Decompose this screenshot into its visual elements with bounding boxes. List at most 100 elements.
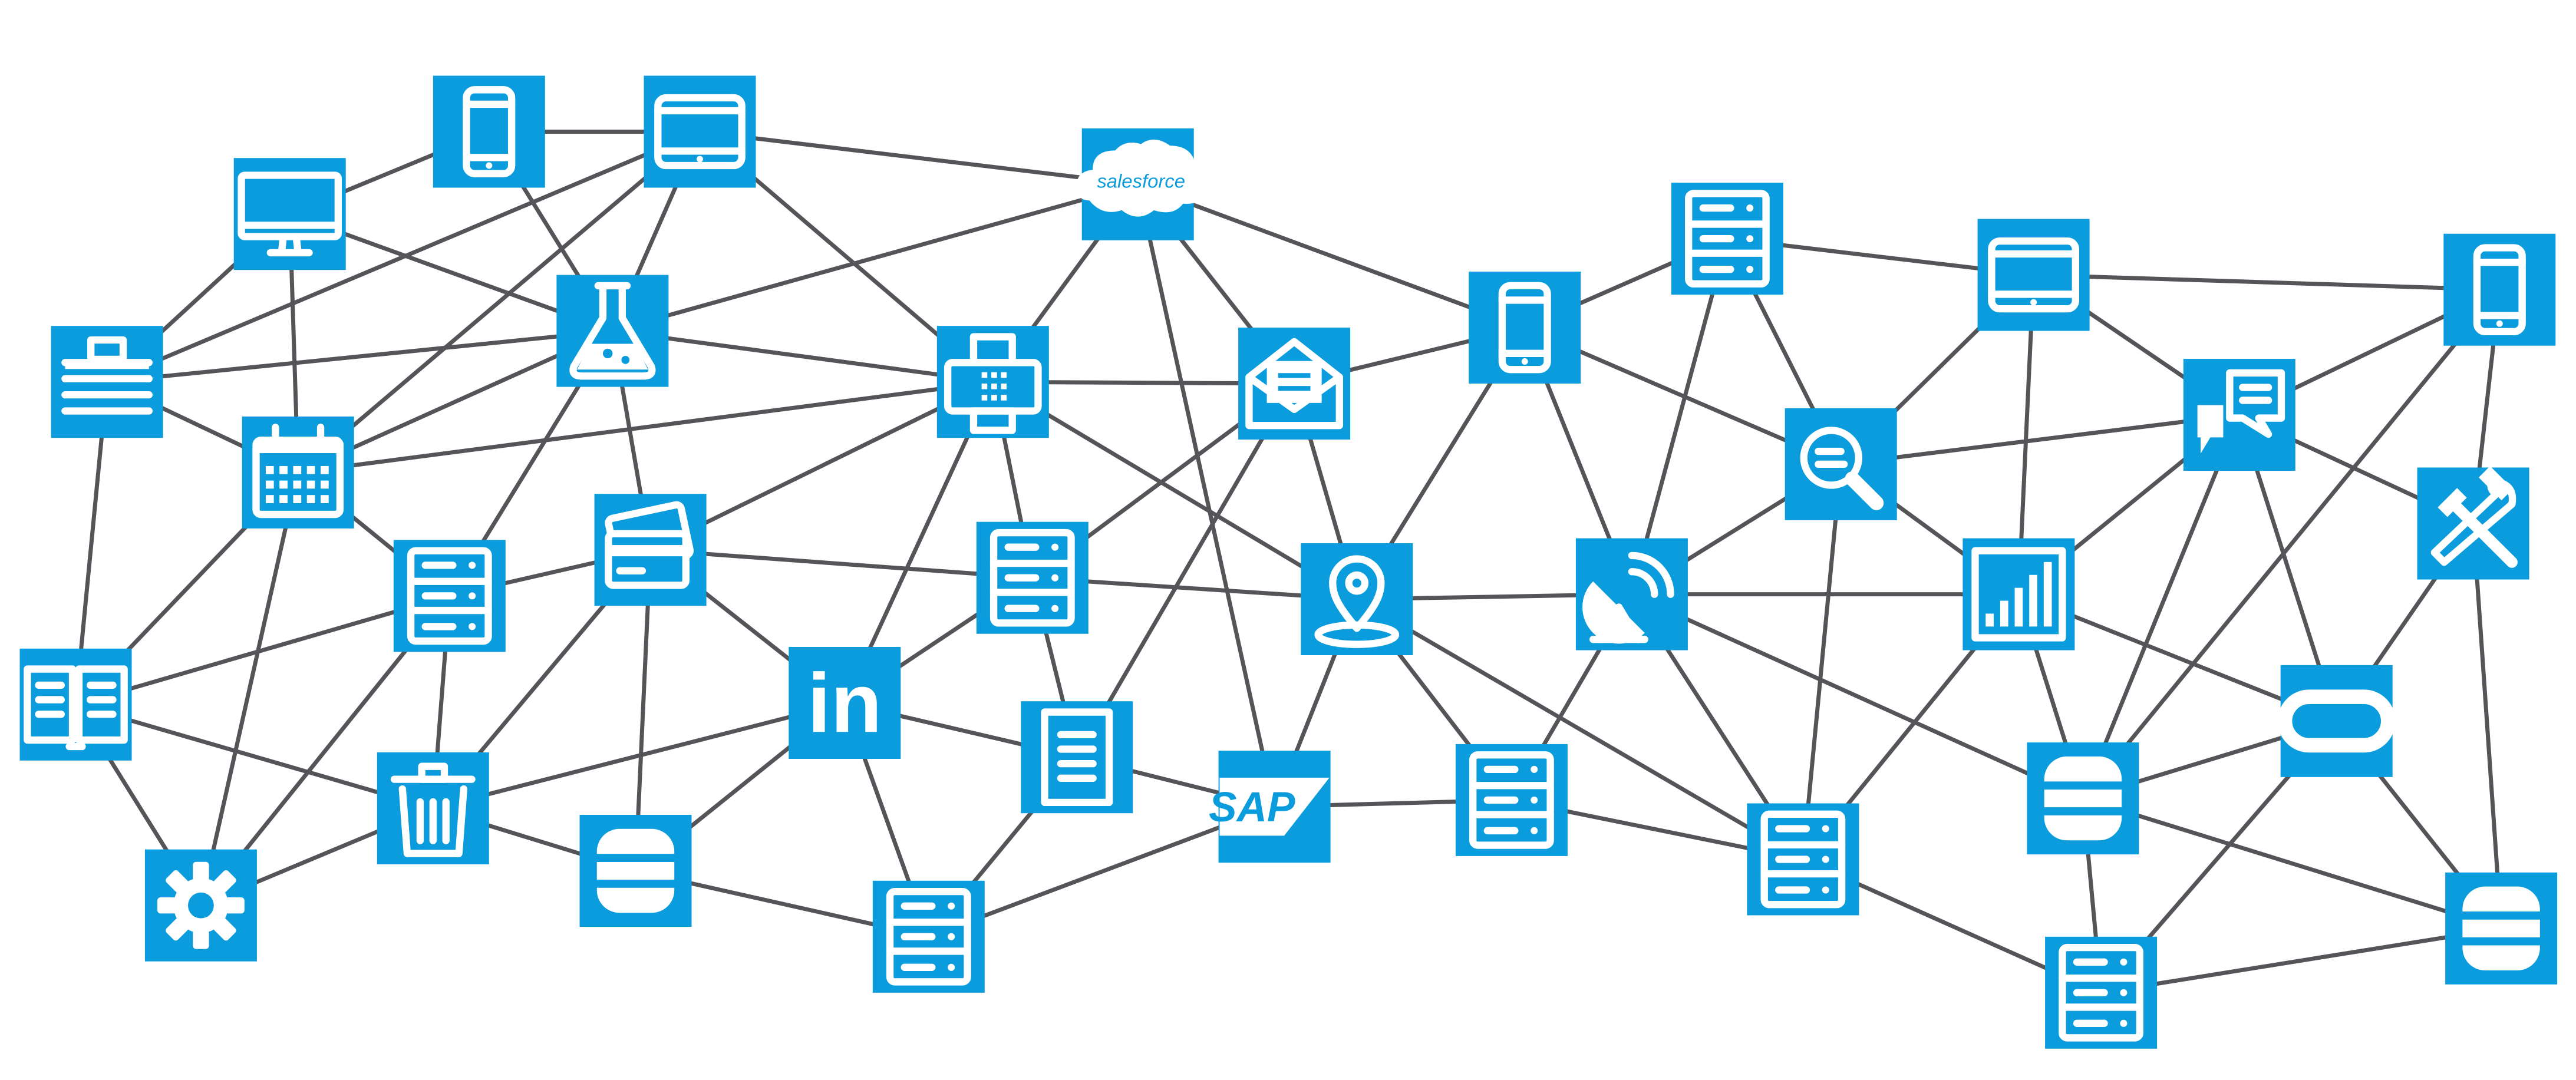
node-tools xyxy=(2417,466,2529,580)
salesforce-cloud-logo: salesforce xyxy=(1076,139,1206,217)
node-salesforce: salesforce xyxy=(1076,128,1206,240)
connection-line-mail-document xyxy=(1075,382,1297,758)
database-icon xyxy=(2459,886,2544,970)
connection-line-calendar-fax xyxy=(298,379,994,475)
server-rack-icon xyxy=(989,529,1075,627)
connection-line-search-server5 xyxy=(1800,464,1843,860)
connection-line-sap-server7 xyxy=(928,804,1275,939)
node-fax xyxy=(936,326,1049,438)
connection-line-calendar-gear xyxy=(199,472,301,906)
wrench-hammer-icon xyxy=(2430,466,2518,568)
server-rack-icon xyxy=(407,547,492,645)
node-document xyxy=(1021,701,1133,814)
desktop-monitor-icon xyxy=(238,171,342,257)
connection-line-database1-database3 xyxy=(2082,796,2502,931)
connection-line-tablet2-phone2 xyxy=(2033,273,2500,292)
node-tile-background xyxy=(2443,233,2556,346)
node-tablet2 xyxy=(1977,219,2090,331)
connection-line-database3-server6 xyxy=(2100,926,2502,995)
server-rack-icon xyxy=(1685,190,1770,288)
node-server6 xyxy=(2045,936,2158,1049)
node-server3 xyxy=(976,521,1089,634)
calendar-icon xyxy=(252,424,344,518)
node-tile-background xyxy=(936,326,1049,438)
node-gear xyxy=(144,849,257,962)
connection-line-tablet1-calendar xyxy=(296,130,701,474)
node-book xyxy=(19,648,132,761)
node-printer xyxy=(51,326,163,438)
node-tablet1 xyxy=(644,75,756,188)
connection-line-salesforce-phone3 xyxy=(1137,182,1526,330)
connection-line-chat-database1 xyxy=(2081,414,2242,800)
node-trash xyxy=(377,752,489,864)
node-calendar xyxy=(242,416,354,529)
document-lines-icon xyxy=(1041,708,1113,807)
node-oracle xyxy=(2277,665,2396,777)
node-server1 xyxy=(1671,183,1783,295)
node-server2 xyxy=(393,540,506,652)
connection-line-phone2-database1 xyxy=(2081,288,2502,800)
open-book-icon xyxy=(24,665,128,751)
connection-line-card-server3 xyxy=(650,547,1033,580)
connection-line-book-trash xyxy=(75,702,434,811)
connection-line-fax-location xyxy=(992,380,1358,602)
node-search xyxy=(1785,408,1897,520)
connection-line-server2-book xyxy=(75,594,450,707)
server-rack-icon xyxy=(1760,810,1846,909)
printer-icon xyxy=(61,336,153,415)
node-chat xyxy=(2183,359,2295,471)
node-phone2 xyxy=(2443,233,2556,346)
tablet-icon xyxy=(1988,237,2079,313)
node-card xyxy=(594,494,707,606)
node-satellite xyxy=(1575,538,1688,650)
node-phone3 xyxy=(1469,272,1581,384)
tablet-icon xyxy=(654,94,746,170)
connection-line-server1-satellite xyxy=(1630,238,1730,595)
sap-label: SAP xyxy=(1209,784,1295,831)
location-pin-icon xyxy=(1314,555,1400,648)
credit-cards-icon xyxy=(605,501,694,589)
connection-line-tablet1-salesforce xyxy=(700,130,1139,187)
node-server4 xyxy=(1455,744,1568,856)
connection-line-tools-database3 xyxy=(2471,523,2504,929)
smartphone-icon xyxy=(2473,244,2526,336)
bar-chart-icon xyxy=(1971,547,2066,642)
node-desktop xyxy=(233,158,346,270)
node-flask xyxy=(556,275,669,387)
node-tile-background xyxy=(1469,272,1581,384)
node-tile-background xyxy=(789,647,901,759)
linkedin-label: in xyxy=(807,656,882,750)
smartphone-icon xyxy=(463,86,516,177)
server-rack-icon xyxy=(886,887,971,986)
node-server5 xyxy=(1747,803,1859,916)
server-rack-icon xyxy=(2059,943,2143,1042)
node-linkedin: in xyxy=(789,647,901,759)
trash-can-icon xyxy=(390,762,476,857)
node-tile-background xyxy=(433,75,545,188)
smartphone-icon xyxy=(1498,282,1551,374)
node-mail xyxy=(1238,328,1351,440)
node-server7 xyxy=(872,880,985,993)
node-tile-background xyxy=(2280,665,2393,777)
envelope-letter-icon xyxy=(1245,338,1343,430)
gear-icon xyxy=(157,861,245,949)
connection-line-satellite-database1 xyxy=(1631,592,2084,801)
node-sap: SAP xyxy=(1209,751,1331,863)
node-database3 xyxy=(2445,872,2558,985)
connection-line-fax-card xyxy=(649,380,994,552)
node-barchart xyxy=(1962,538,2075,650)
connection-line-linkedin-trash xyxy=(432,701,846,811)
sap-logo: SAP xyxy=(1209,777,1330,836)
node-location xyxy=(1301,543,1413,655)
chat-bubbles-icon xyxy=(2197,369,2285,454)
server-rack-icon xyxy=(1469,751,1554,849)
node-database1 xyxy=(2027,742,2139,855)
oracle-logo xyxy=(2277,689,2396,753)
node-phone1 xyxy=(433,75,545,188)
node-database2 xyxy=(579,815,692,927)
database-icon xyxy=(2041,756,2125,841)
satellite-dish-icon xyxy=(1582,551,1674,644)
connection-line-flask-fax xyxy=(612,329,994,384)
